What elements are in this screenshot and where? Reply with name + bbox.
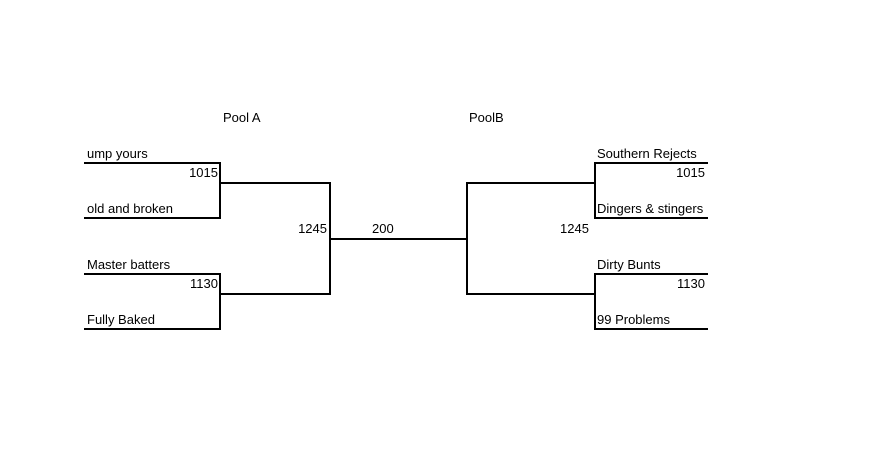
left-team-3: Master batters (87, 257, 171, 272)
right-game-1-connector (594, 162, 596, 219)
left-team-2: old and broken (87, 201, 174, 216)
right-team-1: Southern Rejects (597, 146, 697, 161)
right-team-4: 99 Problems (597, 312, 670, 327)
left-team-1: ump yours (87, 146, 148, 161)
left-team-3-line (84, 273, 221, 275)
right-game-1-winner-line (466, 182, 596, 184)
left-game-1-time: 1015 (189, 165, 218, 180)
left-game-1-winner-line (219, 182, 331, 184)
left-team-1-line (84, 162, 221, 164)
left-game-2-time: 1130 (190, 276, 218, 291)
pool-b-label: PoolB (469, 110, 504, 125)
right-semifinal-time: 1245 (560, 221, 589, 236)
left-team-4: Fully Baked (87, 312, 155, 327)
final-time: 200 (372, 221, 394, 236)
left-game-1-connector (219, 162, 221, 219)
right-team-4-line (594, 328, 708, 330)
pool-a-label: Pool A (223, 110, 261, 125)
right-team-2: Dingers & stingers (597, 201, 704, 216)
right-game-2-time: 1130 (677, 276, 705, 291)
left-game-2-connector (219, 273, 221, 330)
final-line (329, 238, 468, 240)
right-game-2-winner-line (466, 293, 596, 295)
left-semifinal-time: 1245 (298, 221, 327, 236)
right-semifinal-connector (466, 182, 468, 295)
right-team-2-line (594, 217, 708, 219)
right-game-2-connector (594, 273, 596, 330)
left-game-2-winner-line (219, 293, 331, 295)
left-team-4-line (84, 328, 221, 330)
right-team-3-line (594, 273, 708, 275)
right-game-1-time: 1015 (676, 165, 705, 180)
right-team-3: Dirty Bunts (597, 257, 661, 272)
right-team-1-line (594, 162, 708, 164)
left-team-2-line (84, 217, 221, 219)
